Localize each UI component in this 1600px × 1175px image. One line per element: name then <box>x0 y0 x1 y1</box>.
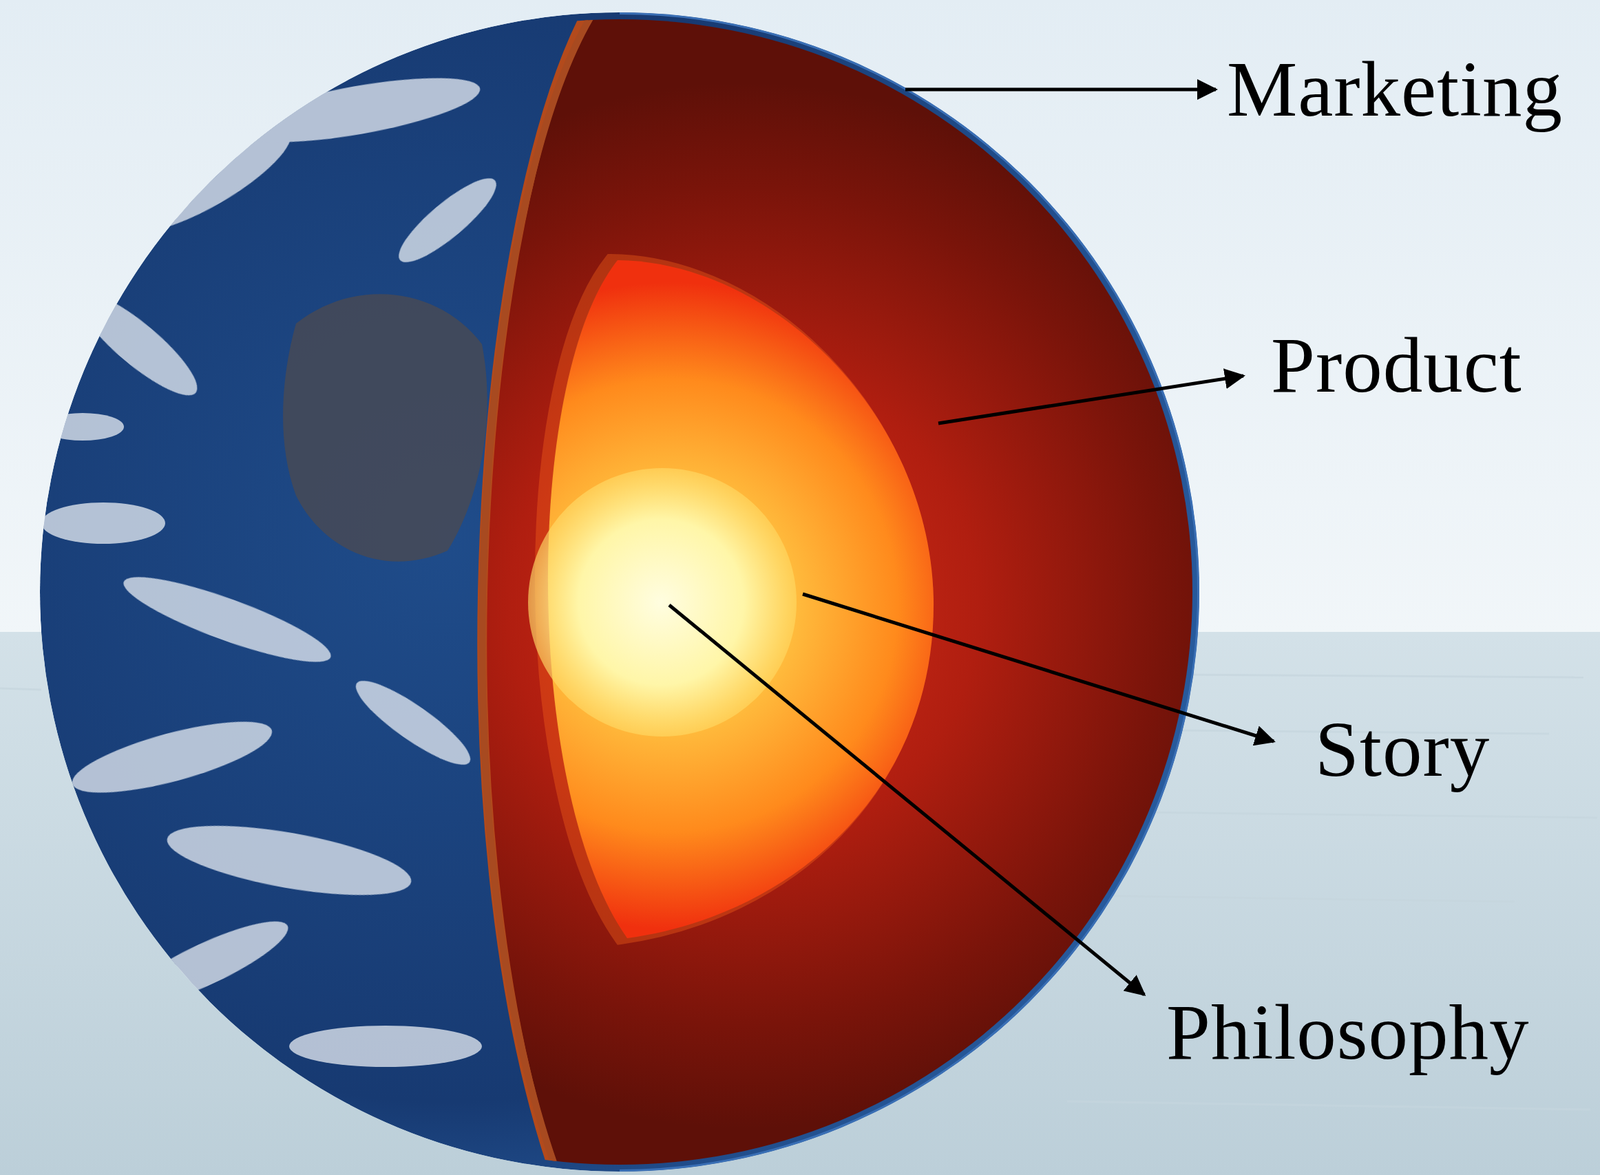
leader-arrow <box>938 375 1244 424</box>
leader-arrow <box>669 605 1145 995</box>
inner-core <box>528 468 797 737</box>
layer-label: Product <box>1270 322 1523 410</box>
crust-edge <box>481 12 594 1171</box>
layer-label: Story <box>1314 706 1490 794</box>
mantle <box>481 0 1212 1175</box>
layer-label: Philosophy <box>1166 989 1530 1077</box>
leader-arrows <box>669 89 1274 995</box>
globe <box>39 0 1212 1175</box>
leader-arrow <box>802 594 1274 742</box>
leader-arrow <box>905 88 1216 92</box>
layer-label: Marketing <box>1226 46 1563 134</box>
